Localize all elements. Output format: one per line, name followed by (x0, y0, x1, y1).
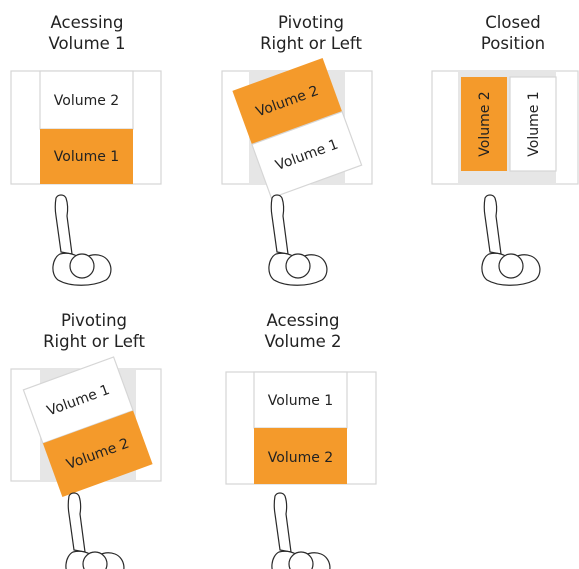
volume-1-unit (509, 76, 557, 172)
person-icon (481, 194, 541, 286)
volume-label: Volume 1 (268, 393, 333, 409)
panel-pivoting-1: Volume 2 Volume 1 (221, 58, 373, 199)
panel-pivoting-2: Volume 1 Volume 2 (10, 356, 162, 497)
person-icon (52, 194, 112, 286)
volume-label: Volume 1 (526, 91, 542, 156)
volume-label: Volume 2 (268, 450, 333, 466)
volume-1-unit (40, 129, 133, 184)
volume-2-unit (232, 58, 343, 145)
volume-1-unit (251, 110, 363, 199)
person-icon (268, 194, 328, 286)
volume-label: Volume 2 (477, 91, 493, 156)
volume-2-unit (39, 70, 134, 130)
person-icon (65, 492, 125, 569)
volume-label: Volume 2 (54, 93, 119, 109)
panel-closed-position: Volume 2 Volume 1 (431, 70, 579, 185)
volume-2-unit (461, 77, 507, 171)
panel-accessing-volume-2: Volume 1 Volume 2 (225, 371, 377, 485)
panel-accessing-volume-1: Volume 2 Volume 1 (10, 70, 162, 185)
volume-1-unit (253, 371, 348, 429)
volume-2-unit (42, 410, 153, 497)
volume-2-unit (254, 428, 347, 484)
person-icon (271, 492, 331, 569)
volume-label: Volume 1 (54, 149, 119, 165)
